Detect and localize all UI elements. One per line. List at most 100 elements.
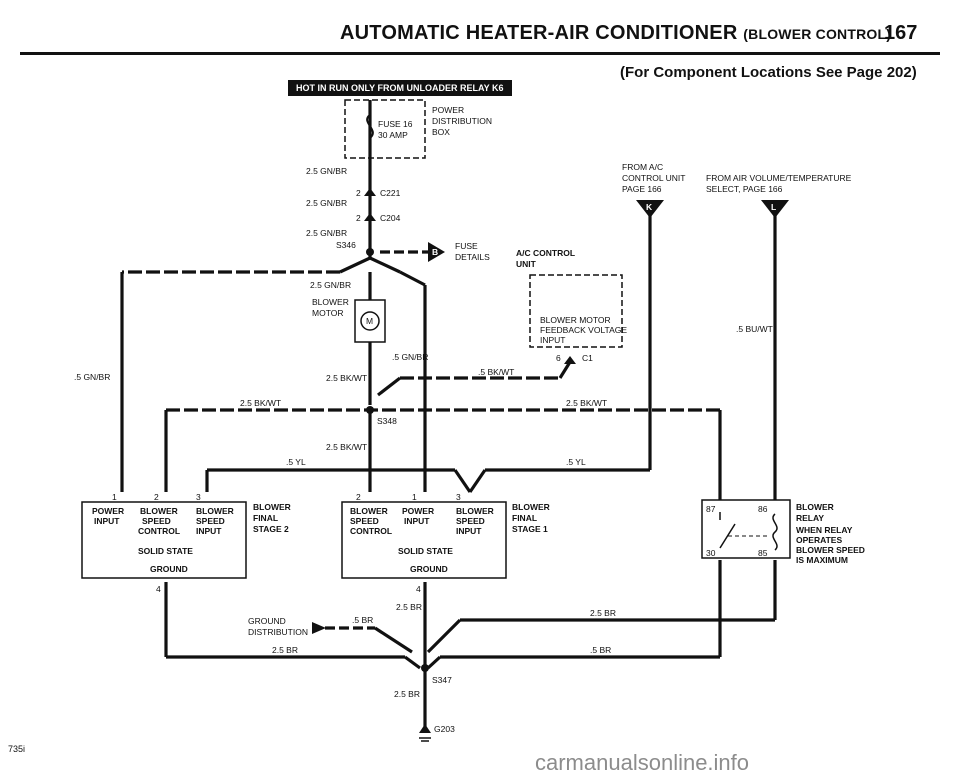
model-label: 735i: [8, 744, 26, 754]
splice-s348-label: S348: [377, 416, 397, 426]
connector-c1-label: C1: [582, 353, 593, 363]
stage2-col3a: BLOWER: [196, 506, 234, 516]
stage1-col3b: SPEED: [456, 516, 485, 526]
fuse-icon: [366, 114, 374, 139]
splice-s346-dot: [366, 248, 374, 256]
fuse-details-letter: B: [432, 247, 438, 257]
wire-label-bkwt-05: .5 BK/WT: [478, 367, 514, 377]
wire-label-buwt: .5 BU/WT: [736, 324, 773, 334]
stage1-col2b: INPUT: [404, 516, 430, 526]
ground-dist-arrow: [312, 622, 326, 634]
wire-label-bkwt-25-c: 2.5 BK/WT: [326, 442, 367, 452]
relay-pin30: 30: [706, 548, 716, 558]
page-title: AUTOMATIC HEATER-AIR CONDITIONER (BLOWER…: [340, 22, 892, 44]
power-box-line2: DISTRIBUTION: [432, 116, 492, 126]
stage2-col2a: BLOWER: [140, 506, 178, 516]
stage1-pin4: 4: [416, 584, 421, 594]
relay-note4: IS MAXIMUM: [796, 555, 848, 565]
stage2-pin1: 1: [112, 492, 117, 502]
wire-label-br-25-b: 2.5 BR: [590, 608, 616, 618]
ac-control-title2: UNIT: [516, 259, 537, 269]
stage2-pin2: 2: [154, 492, 159, 502]
power-box-line3: BOX: [432, 127, 450, 137]
wire-label-br-05-b: .5 BR: [590, 645, 611, 655]
watermark: carmanualsonline.info: [535, 750, 750, 775]
blower-final-stage1-module: [341, 501, 507, 579]
from-ac-arrow: [636, 200, 664, 218]
wire-br-join-right: [426, 655, 442, 670]
wire-label-bkwt-25-right: 2.5 BK/WT: [566, 398, 607, 408]
connector-c204-icon: [364, 213, 376, 221]
fuse-details-arrow: [428, 242, 445, 262]
splice-s347-dot: [421, 664, 429, 672]
wire-label-gnbr-4: 2.5 GN/BR: [310, 280, 351, 290]
stage1-title1: BLOWER: [512, 502, 550, 512]
stage1-pin2: 2: [356, 492, 361, 502]
stage1-col3a: BLOWER: [456, 506, 494, 516]
relay-note1: WHEN RELAY: [796, 525, 853, 535]
wire-right-down: [399, 270, 426, 287]
stage2-pin4: 4: [156, 584, 161, 594]
wire-label-bkwt-25-left: 2.5 BK/WT: [240, 398, 281, 408]
wire-label-yl-right: .5 YL: [566, 457, 586, 467]
relay-title2: RELAY: [796, 513, 824, 523]
wire-label-gnbr-2: 2.5 GN/BR: [306, 198, 347, 208]
from-ac-line2: CONTROL UNIT: [622, 173, 685, 183]
header-rule: [20, 52, 940, 55]
stage2-title2: FINAL: [253, 513, 278, 523]
connector-c1-pin: 6: [556, 353, 561, 363]
component-note: (For Component Locations See Page 202): [620, 64, 917, 81]
stage1-title2: FINAL: [512, 513, 537, 523]
stage1-pin3: 3: [456, 492, 461, 502]
relay-pin85: 85: [758, 548, 768, 558]
from-ac-letter: K: [646, 202, 653, 212]
fuse-details-line2: DETAILS: [455, 252, 490, 262]
fuse-name: FUSE 16: [378, 119, 413, 129]
page-number: 167: [884, 22, 918, 44]
stage1-title3: STAGE 1: [512, 524, 548, 534]
relay-pin87: 87: [706, 504, 716, 514]
wire-label-bkwt-25-a: 2.5 BK/WT: [326, 373, 367, 383]
wire-bkwt-c1: [558, 361, 572, 379]
ac-control-input-line3: INPUT: [540, 335, 566, 345]
stage1-col1a: BLOWER: [350, 506, 388, 516]
stage1-solid-state: SOLID STATE: [398, 546, 453, 556]
ground-dist-line2: DISTRIBUTION: [248, 627, 308, 637]
blower-relay-box: [701, 499, 791, 559]
wires: [120, 100, 777, 730]
ac-control-unit-box: [529, 274, 623, 348]
relay-coil-icon: [772, 513, 778, 551]
power-distribution-box: [344, 99, 426, 159]
relay-note3: BLOWER SPEED: [796, 545, 865, 555]
stage1-col2a: POWER: [402, 506, 434, 516]
page-subtitle: (BLOWER CONTROL): [743, 26, 892, 42]
wire-label-gnbr-1: 2.5 GN/BR: [306, 166, 347, 176]
from-ac-line1: FROM A/C: [622, 162, 663, 172]
from-ac-line3: PAGE 166: [622, 184, 662, 194]
splice-s348-dot: [366, 406, 374, 414]
wire-label-br-25-d: 2.5 BR: [394, 689, 420, 699]
stage2-col1a: POWER: [92, 506, 124, 516]
stage2-pin3: 3: [196, 492, 201, 502]
relay-title1: BLOWER: [796, 502, 834, 512]
relay-note2: OPERATES: [796, 535, 842, 545]
stage1-col1c: CONTROL: [350, 526, 392, 536]
motor-symbol: M: [366, 316, 373, 326]
ground-g203-label: G203: [434, 724, 455, 734]
stage1-ground: GROUND: [410, 564, 448, 574]
connector-c221-icon: [364, 188, 376, 196]
ground-dist-line1: GROUND: [248, 616, 286, 626]
fuse-details-line1: FUSE: [455, 241, 478, 251]
ac-control-title1: A/C CONTROL: [516, 248, 575, 258]
wire-label-br-25-c: 2.5 BR: [272, 645, 298, 655]
blower-motor-line2: MOTOR: [312, 308, 343, 318]
from-air-letter: L: [771, 202, 776, 212]
wire-label-gnbr-3: 2.5 GN/BR: [306, 228, 347, 238]
splice-s346-label: S346: [336, 240, 356, 250]
connector-c221-pin: 2: [356, 188, 361, 198]
blower-motor-box: [354, 299, 386, 343]
stage2-title3: STAGE 2: [253, 524, 289, 534]
blower-final-stage2-module: [81, 501, 247, 579]
motor-icon: [360, 311, 380, 331]
